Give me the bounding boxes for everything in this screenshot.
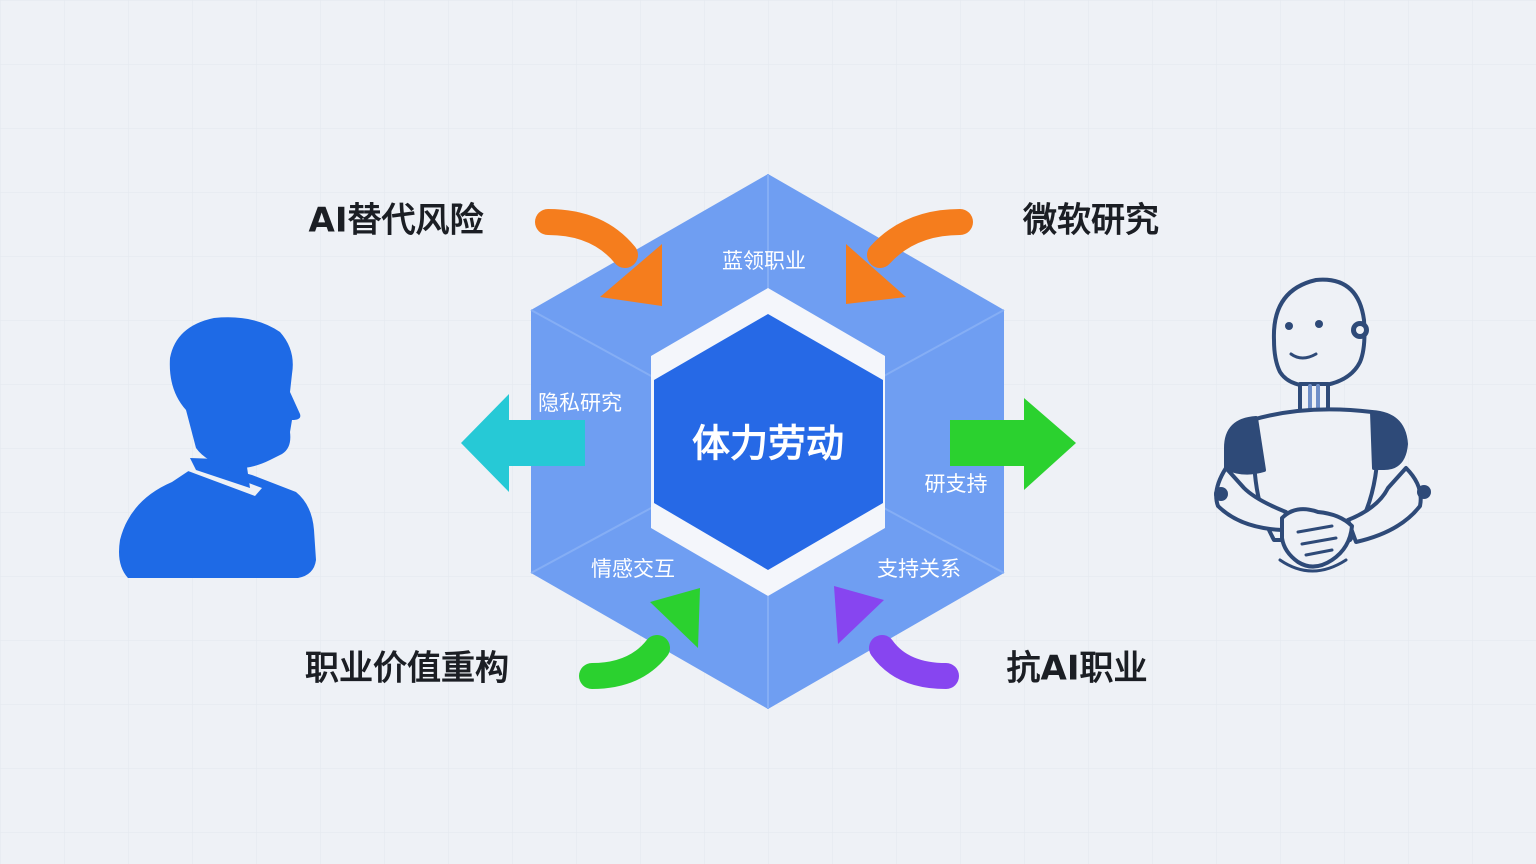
callout-top-right: 微软研究 bbox=[1022, 201, 1159, 241]
core-hexagon bbox=[654, 314, 883, 570]
arrow-orange-right bbox=[846, 209, 973, 304]
segment-label-bottom-right: 支持关系 bbox=[877, 557, 961, 581]
arrow-teal bbox=[461, 394, 585, 492]
segment-label-left: 隐私研究 bbox=[538, 391, 622, 415]
callout-bottom-right: 抗AI职业 bbox=[1007, 649, 1148, 689]
center-label: 体力劳动 bbox=[692, 422, 844, 466]
callout-bottom-left: 职业价值重构 bbox=[305, 649, 509, 689]
arrow-orange-left bbox=[535, 209, 662, 306]
robot-handshake-icon bbox=[1214, 277, 1431, 573]
arrow-purple bbox=[834, 586, 959, 689]
segment-label-top: 蓝领职业 bbox=[722, 249, 806, 273]
segment-label-right: 研支持 bbox=[925, 472, 988, 496]
arrow-green-right bbox=[950, 398, 1076, 490]
segment-label-bottom-left: 情感交互 bbox=[591, 557, 675, 581]
callout-top-left: AI替代风险 bbox=[309, 201, 485, 241]
arrow-green-bottom bbox=[579, 588, 700, 689]
person-silhouette-icon bbox=[119, 317, 316, 578]
